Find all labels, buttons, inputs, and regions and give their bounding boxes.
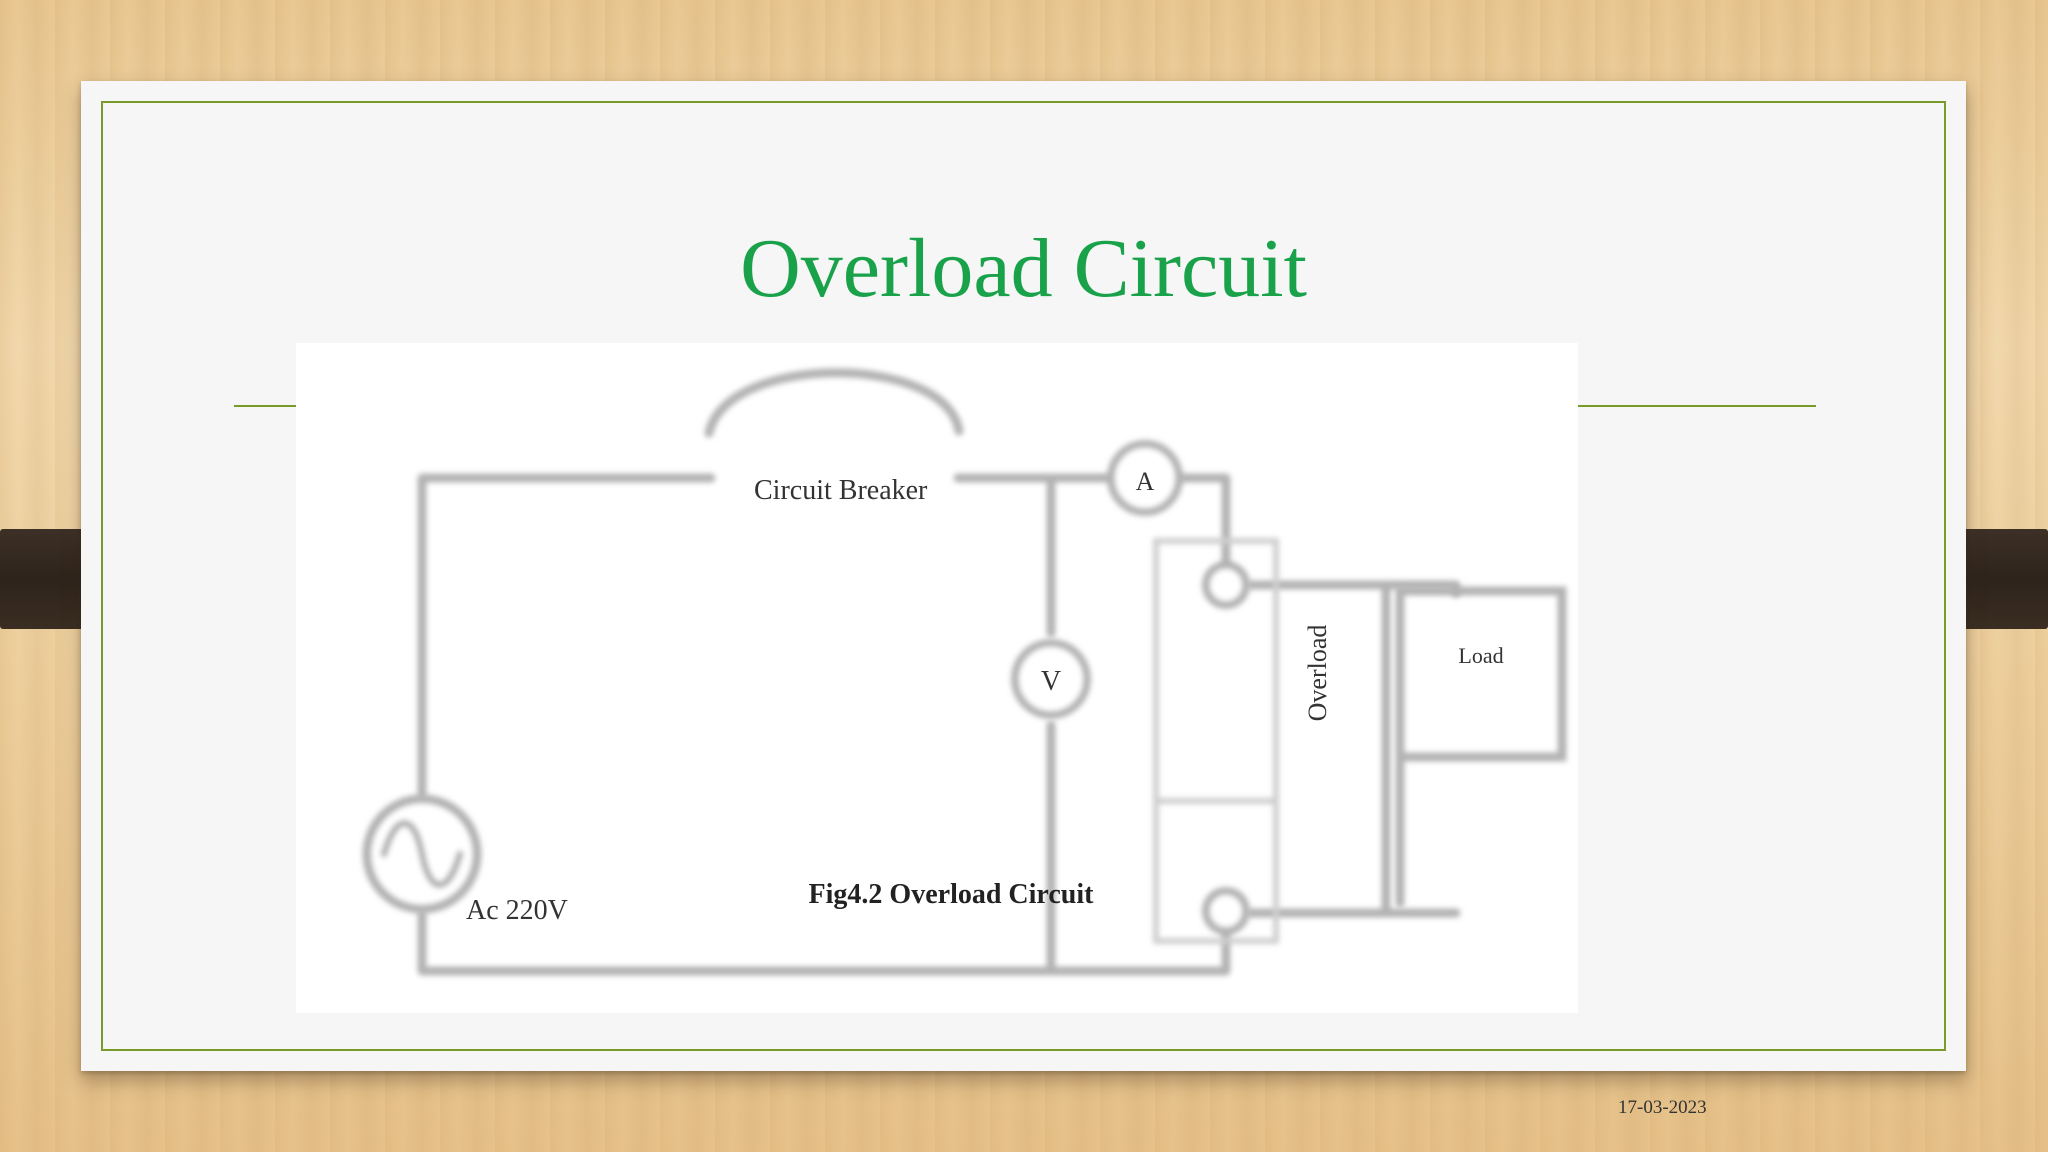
load-label: Load: [1458, 643, 1503, 668]
ac-source-label: Ac 220V: [466, 895, 568, 926]
ammeter-circle: [1107, 440, 1183, 516]
voltmeter-label: V: [1041, 666, 1061, 697]
slide-border: [101, 101, 1946, 1051]
title-rule-right: [1571, 405, 1816, 407]
ac-source-wave: [380, 820, 464, 888]
ammeter-label: A: [1136, 467, 1155, 496]
slide-date: 17-03-2023: [1618, 1097, 1707, 1118]
slide: Overload Circuit: [81, 81, 1966, 1118]
relay-terminal-bottom: [1202, 887, 1250, 935]
circuit-diagram: Circuit Breaker A V Ac 220V Overload Loa…: [362, 368, 1567, 976]
figure-caption: Fig4.2 Overload Circuit: [809, 879, 1095, 910]
wire-ammeter-out: [1174, 473, 1231, 573]
circuit-breaker-label: Circuit Breaker: [754, 475, 928, 506]
relay-terminal-top: [1202, 561, 1250, 609]
overload-label: Overload: [1303, 625, 1332, 722]
wire-top-left: [417, 473, 716, 800]
load-box: [1395, 586, 1567, 762]
circuit-figure: Circuit Breaker A V Ac 220V Overload Loa…: [296, 343, 1578, 1013]
voltmeter-circle: [1011, 639, 1091, 719]
circuit-breaker-arc: [704, 368, 964, 438]
slide-title: Overload Circuit: [740, 222, 1307, 315]
